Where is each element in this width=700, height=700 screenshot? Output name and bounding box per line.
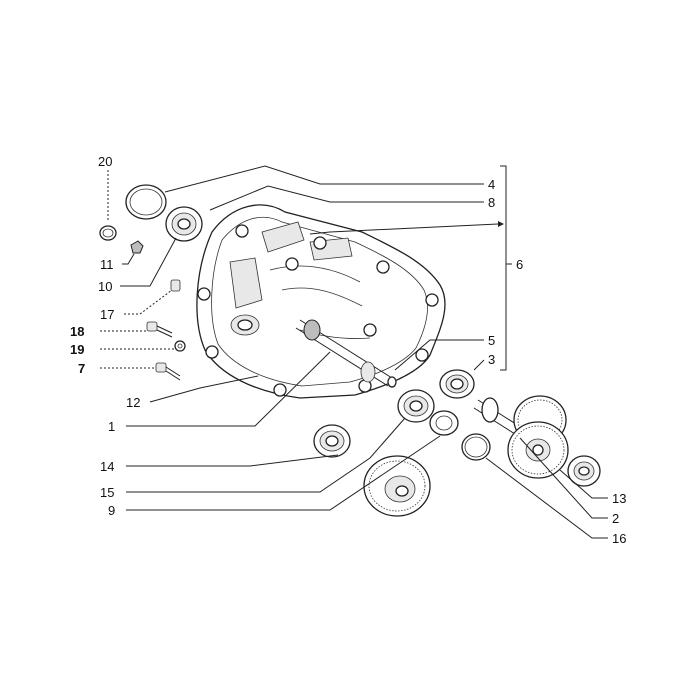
- callout-15: 15: [100, 485, 114, 500]
- callout-4: 4: [488, 177, 495, 192]
- callout-12: 12: [126, 395, 140, 410]
- part-16-circlip: [461, 433, 491, 461]
- part-15-washer: [429, 410, 459, 436]
- callout-2: 2: [612, 511, 619, 526]
- part-5-bearing: [397, 389, 435, 423]
- part-3-bearing: [439, 369, 475, 399]
- part-20-small-o-ring: [99, 225, 117, 241]
- part-1-shaft: [295, 319, 397, 388]
- callout-6: 6: [516, 257, 523, 272]
- part-2-gear-shaft: [473, 395, 569, 479]
- part-11-plug: [130, 240, 144, 254]
- callout-18: 18: [70, 324, 84, 339]
- callout-14: 14: [100, 459, 114, 474]
- callout-16: 16: [612, 531, 626, 546]
- part-12-transmission-housing: [196, 204, 446, 399]
- callout-8: 8: [488, 195, 495, 210]
- callout-3: 3: [488, 352, 495, 367]
- part-18-bolt: [146, 321, 173, 338]
- part-drawings: [99, 184, 601, 517]
- part-17-dowel: [170, 279, 181, 292]
- part-10-bearing: [165, 206, 203, 242]
- callout-labels: 4 8 6 5 3 20 11 10 17 18 19 7 12 1 14 15…: [70, 154, 626, 546]
- part-9-gear: [363, 455, 431, 517]
- callout-20: 20: [98, 154, 112, 169]
- callout-7: 7: [78, 361, 85, 376]
- callout-11: 11: [100, 257, 114, 272]
- callout-9: 9: [108, 503, 115, 518]
- callout-1: 1: [108, 419, 115, 434]
- callout-19: 19: [70, 342, 84, 357]
- callout-10: 10: [98, 279, 112, 294]
- callout-5: 5: [488, 333, 495, 348]
- part-7-bolt: [155, 362, 181, 381]
- callout-13: 13: [612, 491, 626, 506]
- callout-17: 17: [100, 307, 114, 322]
- part-4-o-ring: [125, 184, 167, 220]
- part-13-bearing: [567, 455, 601, 487]
- leader-lines: [100, 165, 608, 539]
- part-14-bearing: [313, 424, 351, 458]
- part-19-washer: [174, 340, 186, 352]
